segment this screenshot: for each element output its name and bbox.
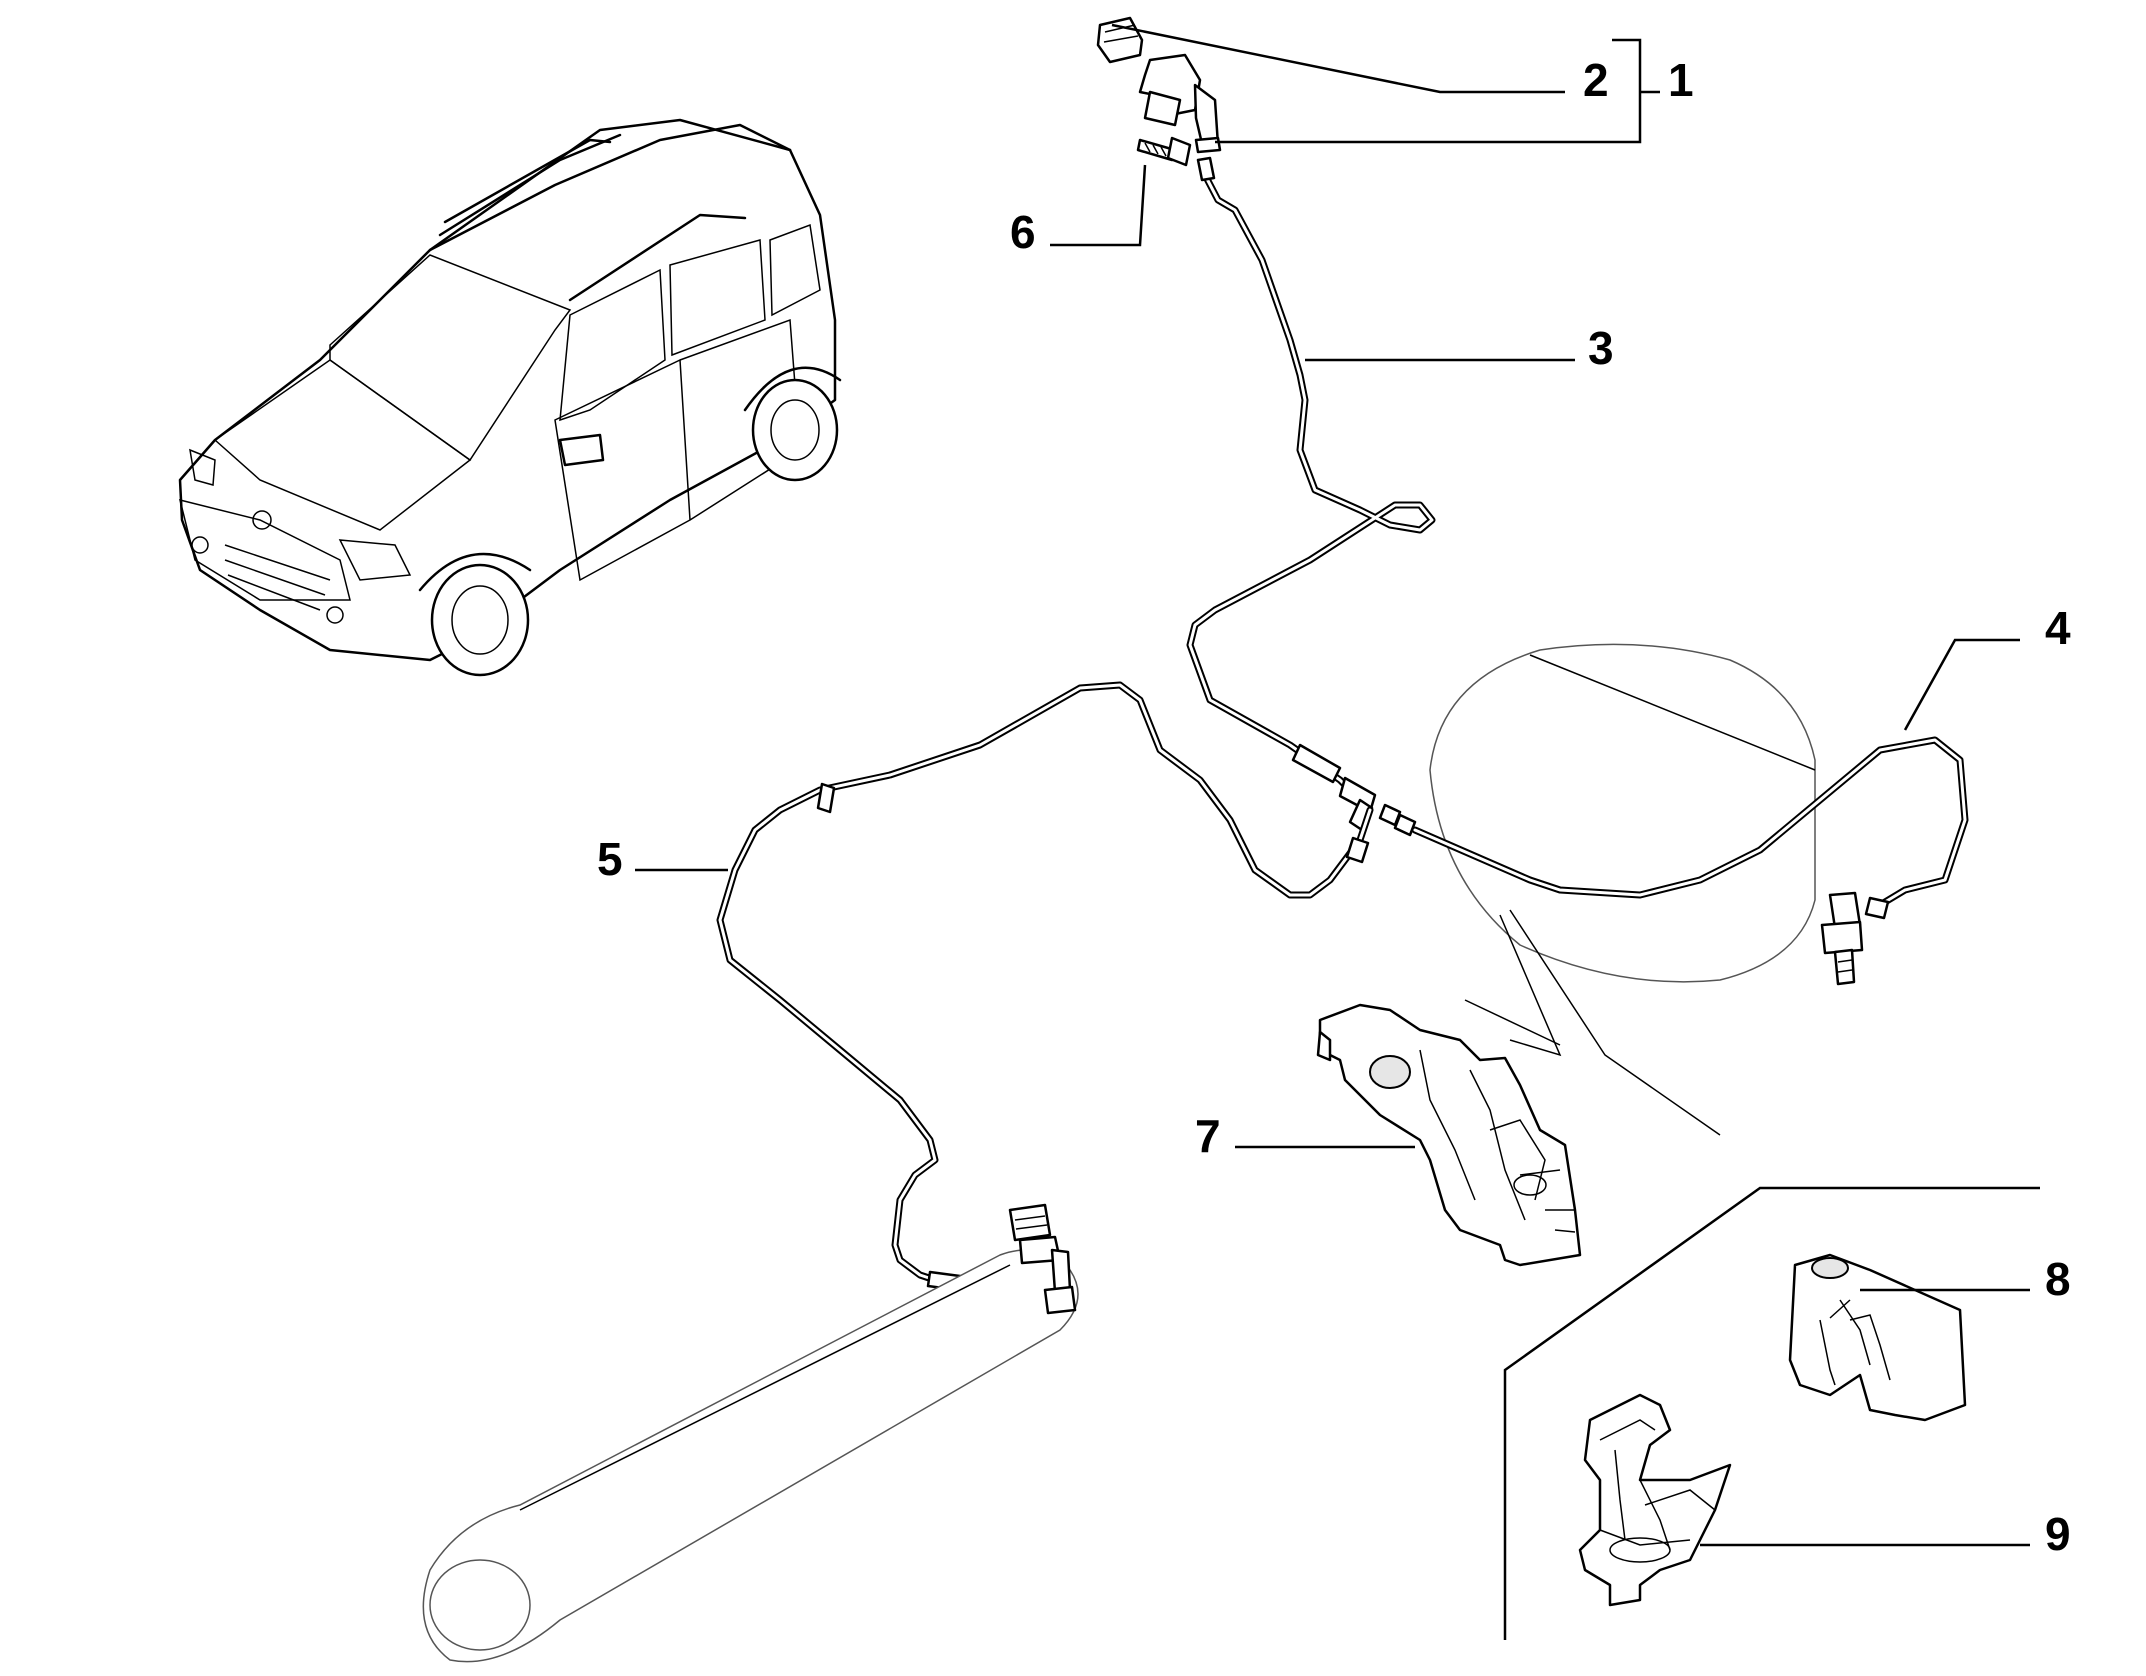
pipe-5 xyxy=(716,681,1374,1292)
gas-tank-rear xyxy=(1429,643,1816,983)
gas-cylinder-lower xyxy=(422,1249,1079,1663)
vehicle-illustration xyxy=(178,118,842,677)
leader-1-bracket xyxy=(1215,38,1642,144)
bracket-7 xyxy=(1316,1003,1582,1267)
callout-3: 3 xyxy=(1588,322,1614,374)
callout-8: 8 xyxy=(2045,1253,2071,1305)
leader-6 xyxy=(1050,164,1147,247)
bolt xyxy=(1136,136,1192,167)
callout-9: 9 xyxy=(2045,1508,2071,1560)
callout-4: 4 xyxy=(2045,602,2071,654)
leader-2 xyxy=(1111,23,1565,94)
tee-fitting xyxy=(1291,743,1417,837)
pipe-3 xyxy=(1186,156,1436,804)
tank-valve xyxy=(1820,891,1864,986)
pipe-4 xyxy=(1411,736,1969,920)
filler-valve-assembly xyxy=(1096,16,1222,154)
callout-5: 5 xyxy=(597,833,623,885)
clamp-9 xyxy=(1578,1393,1732,1607)
callout-6: 6 xyxy=(1010,206,1036,258)
cylinder-valve xyxy=(1008,1203,1077,1315)
callout-7: 7 xyxy=(1195,1110,1221,1162)
callout-1: 1 xyxy=(1668,54,1694,106)
leader-4 xyxy=(1903,638,2020,731)
clip-8 xyxy=(1788,1253,1967,1422)
detail-box xyxy=(1503,1186,2040,1640)
callout-2: 2 xyxy=(1583,54,1609,106)
